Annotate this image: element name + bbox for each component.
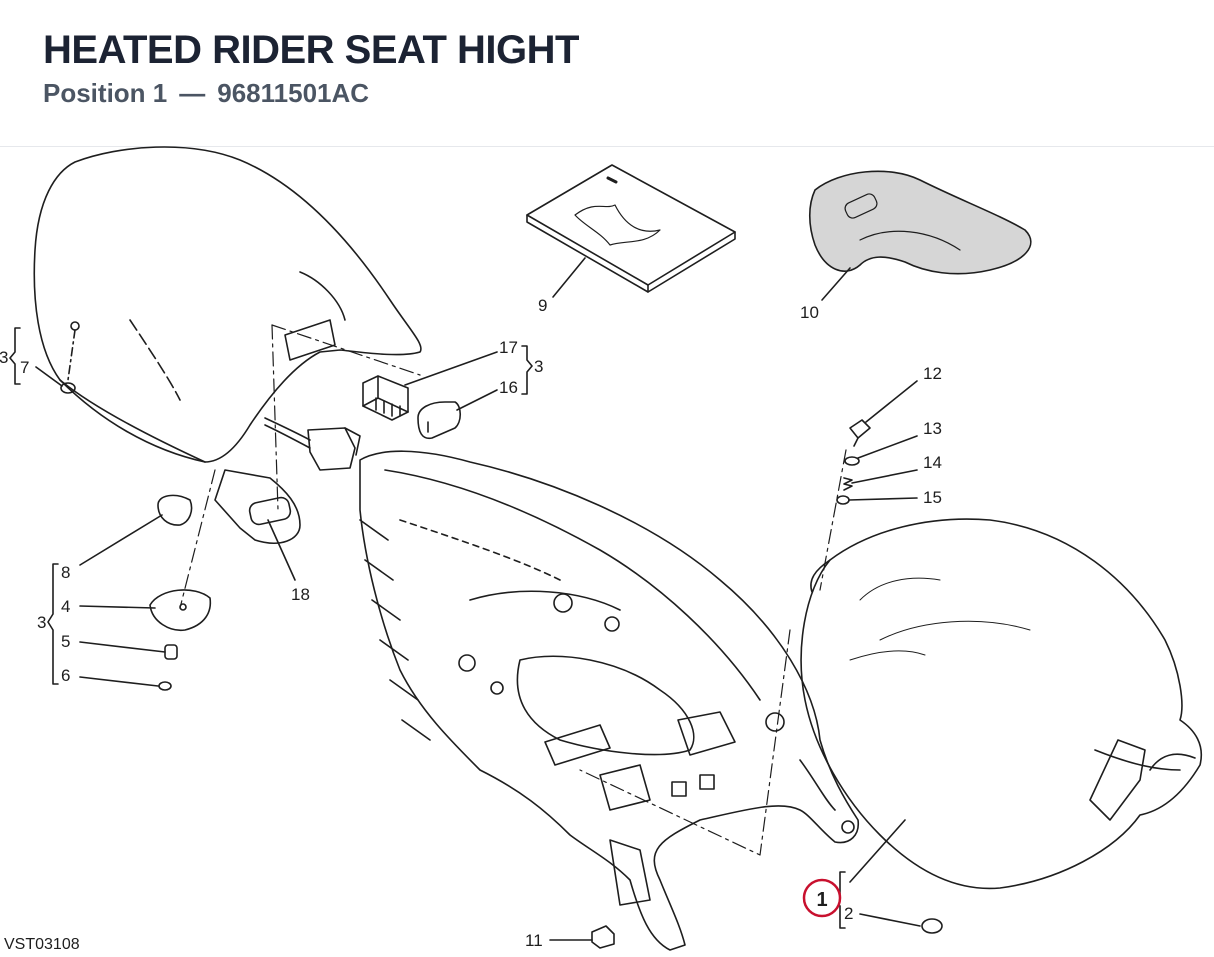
subtitle-separator: — xyxy=(179,78,206,108)
grommet-part-8 xyxy=(79,494,193,566)
callout-15: 15 xyxy=(923,488,942,507)
position-label: Position 1 xyxy=(43,78,168,108)
callout-8: 8 xyxy=(61,563,70,582)
owner-manual-part-9 xyxy=(526,164,736,298)
callout-13: 13 xyxy=(923,419,942,438)
callout-11: 11 xyxy=(525,931,543,950)
callout-1: 1 xyxy=(816,889,827,911)
grommet-part-2 xyxy=(859,913,943,934)
callout-16: 16 xyxy=(499,378,518,397)
cap-part-16 xyxy=(417,389,498,440)
callout-3-lower: 3 xyxy=(37,613,46,632)
seat-cover-part-10 xyxy=(808,170,1032,301)
switch-part-17 xyxy=(362,351,498,421)
drawing-reference-code: VST03108 xyxy=(4,936,80,953)
key-part-12 xyxy=(849,380,918,447)
plate-part-4 xyxy=(79,589,212,631)
wiring-harness xyxy=(264,417,361,471)
callout-3-upper: 3 xyxy=(0,348,8,367)
callout-14: 14 xyxy=(923,453,942,472)
bolt-part-6 xyxy=(79,676,172,691)
seat-subframe xyxy=(359,450,860,951)
callout-3-right: 3 xyxy=(534,357,543,376)
callout-9: 9 xyxy=(538,296,547,315)
callout-7: 7 xyxy=(20,358,29,377)
seat-upper-left xyxy=(33,146,422,463)
assembly-guide-lines xyxy=(179,324,847,856)
page-subtitle: Position 1 — 96811501AC xyxy=(43,78,369,109)
callout-2: 2 xyxy=(844,904,853,923)
bracket-part-18 xyxy=(214,469,301,581)
washer-part-15 xyxy=(836,495,918,505)
callout-10: 10 xyxy=(800,303,819,322)
part-number: 96811501AC xyxy=(217,78,370,108)
bracket-17-16 xyxy=(521,345,533,395)
callout-6: 6 xyxy=(61,666,70,685)
callout-17: 17 xyxy=(499,338,518,357)
page-header: HEATED RIDER SEAT HIGHT Position 1 — 96811… xyxy=(0,0,1214,147)
bracket-3-lower xyxy=(47,563,59,685)
callout-18: 18 xyxy=(291,585,310,604)
highlight-ring xyxy=(802,878,842,918)
rider-seat-part-1 xyxy=(800,518,1202,890)
callout-4: 4 xyxy=(61,597,70,616)
callout-12: 12 xyxy=(923,364,942,383)
bracket-3-upper xyxy=(9,327,21,385)
bolt-part-5 xyxy=(79,641,178,660)
screw-part-7 xyxy=(35,321,80,394)
clip-part-11 xyxy=(549,925,615,949)
callout-5: 5 xyxy=(61,632,70,651)
page-title: HEATED RIDER SEAT HIGHT xyxy=(43,28,579,72)
spring-part-14 xyxy=(843,469,918,491)
washer-part-13 xyxy=(844,435,918,466)
